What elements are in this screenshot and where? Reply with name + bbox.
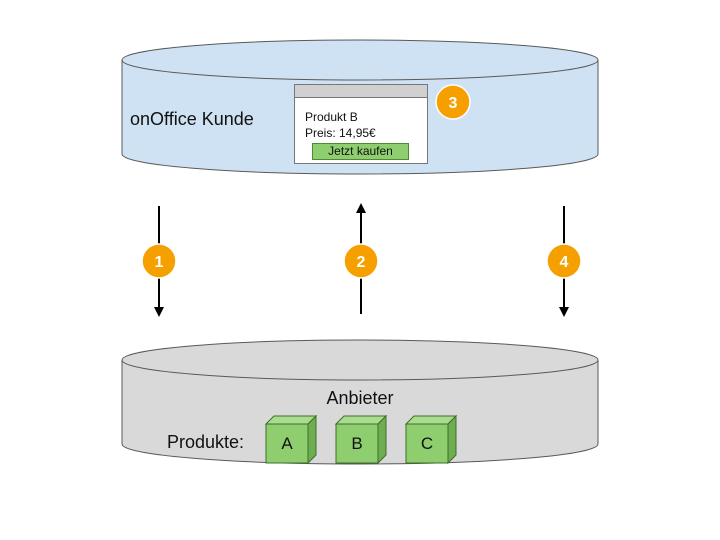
step-badge-1: 1 bbox=[141, 243, 177, 279]
step-number-3: 3 bbox=[449, 95, 458, 112]
widget-product-name: Produkt B bbox=[305, 110, 358, 124]
product-box-c: C bbox=[404, 414, 458, 465]
product-box-b: B bbox=[334, 414, 388, 465]
buy-now-button[interactable]: Jetzt kaufen bbox=[312, 143, 409, 160]
step-badge-4: 4 bbox=[546, 243, 582, 279]
step-badge-2: 2 bbox=[343, 243, 379, 279]
product-widget: Produkt B Preis: 14,95€ Jetzt kaufen bbox=[294, 84, 428, 164]
widget-price: Preis: 14,95€ bbox=[305, 126, 376, 140]
product-box-a: A bbox=[264, 414, 318, 465]
product-label-c: C bbox=[421, 434, 433, 453]
customer-label: onOffice Kunde bbox=[130, 109, 254, 129]
products-label: Produkte: bbox=[167, 432, 244, 452]
step-number-2: 2 bbox=[357, 254, 366, 271]
provider-cylinder: Anbieter Produkte: bbox=[121, 339, 599, 465]
provider-label: Anbieter bbox=[326, 388, 393, 408]
product-label-b: B bbox=[351, 434, 362, 453]
step-badge-3: 3 bbox=[435, 84, 471, 120]
step-number-1: 1 bbox=[155, 254, 164, 271]
product-label-a: A bbox=[281, 434, 293, 453]
widget-title-bar bbox=[295, 85, 427, 98]
step-number-4: 4 bbox=[560, 254, 569, 271]
